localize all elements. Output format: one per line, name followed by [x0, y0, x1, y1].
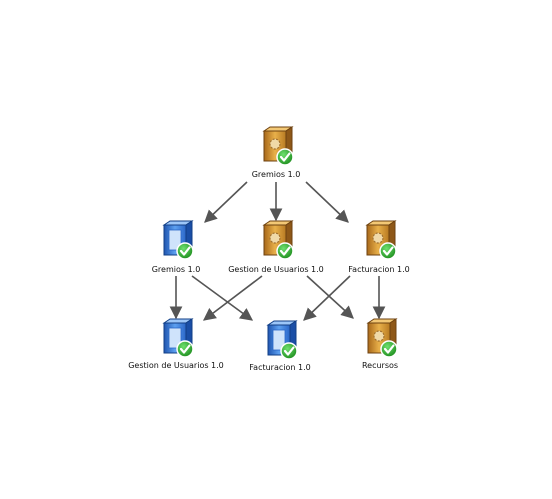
edge-n3-n5 — [202, 275, 263, 321]
node-label: Gremios 1.0 — [252, 170, 301, 179]
node-gremios-main[interactable]: Gremios 1.0 — [252, 126, 301, 179]
node-label: Gremios 1.0 — [152, 265, 201, 274]
node-label: Gestion de Usuarios 1.0 — [228, 265, 324, 274]
node-gestion-usuarios-lib[interactable]: Gestion de Usuarios 1.0 — [128, 318, 224, 370]
node-facturacion-main[interactable]: Facturacion 1.0 — [348, 220, 410, 274]
green-checkmark-icon — [380, 340, 398, 358]
node-gremios-lib[interactable]: Gremios 1.0 — [152, 220, 201, 274]
edge-n1-n4 — [305, 181, 349, 223]
edge-n2-n6 — [191, 275, 254, 321]
node-label: Facturacion 1.0 — [249, 363, 310, 372]
edge-n4-n6 — [303, 275, 351, 321]
node-gestion-usuarios-main[interactable]: Gestion de Usuarios 1.0 — [228, 220, 324, 274]
node-label: Facturacion 1.0 — [348, 265, 409, 274]
node-label: Gestion de Usuarios 1.0 — [128, 361, 224, 370]
edges-layer — [169, 181, 386, 321]
green-checkmark-icon — [379, 242, 397, 260]
node-label: Recursos — [362, 361, 398, 370]
green-checkmark-icon — [280, 342, 298, 360]
node-recursos[interactable]: Recursos — [362, 318, 398, 370]
edge-n3-n7 — [306, 275, 354, 319]
green-checkmark-icon — [176, 340, 194, 358]
green-checkmark-icon — [276, 242, 294, 260]
green-checkmark-icon — [276, 148, 294, 166]
node-facturacion-lib[interactable]: Facturacion 1.0 — [249, 320, 311, 372]
orange-gear-package-icon — [262, 126, 294, 162]
green-checkmark-icon — [176, 242, 194, 260]
edge-n1-n2 — [204, 181, 248, 223]
